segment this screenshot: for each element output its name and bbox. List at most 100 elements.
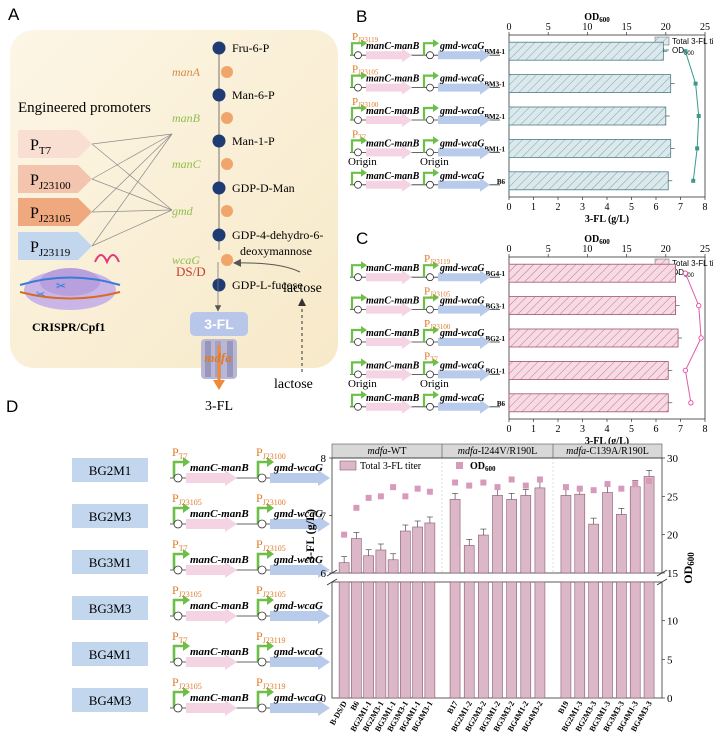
legend-label: Total 3-FL titer	[360, 461, 422, 472]
bar-upper	[424, 522, 436, 574]
gene-arrow-icon	[186, 654, 237, 670]
gene-label: manC-manB	[190, 600, 249, 612]
bar-lower	[449, 581, 461, 699]
promoter-arrow-icon	[350, 171, 362, 185]
bar	[508, 74, 672, 93]
rbs-icon	[354, 305, 362, 314]
gene-arrow-icon	[366, 335, 412, 349]
rbs-icon	[354, 116, 362, 124]
rbs-icon	[257, 611, 267, 621]
enzyme-node	[221, 205, 233, 217]
y2-tick-label: 15	[667, 568, 679, 580]
promoter-connectors	[91, 133, 173, 247]
gene-label: gmd-wcaG	[273, 462, 323, 474]
gene-label: manC-manB	[366, 74, 420, 85]
mdfa-transporter	[201, 339, 237, 390]
gene-label: manC-manB	[366, 106, 420, 117]
promoter-name: PT7	[172, 629, 188, 645]
promoter-arrow-icon	[172, 506, 184, 524]
promoter-arrow-icon	[350, 296, 362, 310]
promoter-name: PJ23100	[352, 96, 379, 109]
promoter-name: PJ23119	[424, 253, 451, 266]
od-point	[562, 484, 569, 491]
bar-lower	[412, 581, 423, 699]
promoter-name: PJ23119	[256, 629, 286, 645]
strain-label: BG3M1	[89, 555, 132, 570]
promoter-arrow-icon	[422, 171, 434, 185]
promoter-arrow-icon	[256, 506, 268, 524]
x2-tick-label: 10	[582, 22, 592, 33]
promoter-arrow-icon	[256, 690, 268, 708]
rbs-icon	[426, 402, 434, 411]
bar-upper	[351, 538, 362, 574]
category-label: BM2-1	[484, 113, 505, 121]
gene-label: gmd-wcaG	[273, 692, 323, 704]
promoter-name: PT7	[172, 537, 188, 553]
strain-label: BG4M3	[89, 693, 132, 708]
rbs-icon	[354, 180, 362, 189]
lactose-outside-label: lactose	[274, 377, 313, 392]
promoter-name: PJ23105	[172, 491, 202, 507]
promoter-name: PJ23100	[424, 318, 451, 331]
rbs-icon	[173, 657, 183, 667]
od-point	[646, 478, 653, 484]
gene-arrow-icon	[366, 367, 412, 382]
y2-tick-label: 10	[667, 616, 679, 628]
y2-tick-label: 20	[667, 530, 679, 542]
od-point	[536, 476, 543, 483]
x2-axis-title: OD600	[584, 234, 610, 246]
bar-upper	[387, 559, 399, 574]
strain-box	[72, 550, 148, 574]
gene-label: manC-manB	[366, 263, 420, 274]
gene-label: manC-manB	[366, 138, 420, 149]
panel-a-letter: A	[8, 5, 20, 24]
x2-tick-label: 5	[546, 22, 551, 33]
metabolite-node	[212, 88, 226, 102]
gene-label: gmd-wcaG	[439, 263, 485, 274]
rbs-icon	[257, 565, 267, 575]
pathway: Fru-6-PMan-6-PMan-1-PGDP-D-ManGDP-4-dehy…	[172, 41, 323, 292]
x-tick-label: 1	[531, 202, 536, 213]
bar-upper	[463, 545, 475, 574]
y2-tick-label: 0	[667, 693, 673, 705]
y2-tick-label: 5	[667, 654, 673, 666]
x-tick-label: 8	[703, 424, 708, 435]
od-point	[695, 146, 700, 151]
promoter-name: PJ23119	[352, 31, 379, 44]
bar-lower	[400, 581, 411, 699]
x2-tick-label: 20	[661, 22, 671, 33]
x2-tick-label: 0	[507, 22, 512, 33]
origin-label: Origin	[420, 378, 449, 390]
x-axis-title: 3-FL (g/L)	[585, 436, 629, 447]
bar-lower	[463, 581, 475, 699]
y2-tick-label: 30	[667, 453, 679, 465]
gene-label: gmd-wcaG	[439, 138, 485, 149]
rbs-icon	[354, 51, 362, 60]
bar	[508, 328, 679, 348]
od-point	[696, 114, 701, 118]
od-point	[365, 494, 372, 501]
legend-label: Total 3-FL titer	[672, 259, 713, 268]
strain-box	[72, 504, 148, 528]
metabolite-node	[212, 134, 226, 148]
bar-upper	[574, 493, 586, 574]
promoter-arrow-icon	[350, 42, 362, 56]
bar-upper	[449, 499, 461, 574]
gene-label: manC-manB	[366, 393, 420, 404]
gene-arrow-icon	[438, 80, 490, 95]
enzyme-label: manC	[172, 157, 202, 171]
od-point	[377, 493, 384, 500]
bar	[508, 171, 669, 191]
bar-upper	[363, 555, 374, 574]
metabolite-label: Man-6-P	[232, 88, 275, 102]
gene-arrow-icon	[438, 302, 490, 317]
y2-tick-label: 25	[667, 491, 679, 503]
bar	[508, 41, 664, 61]
rbs-icon	[173, 611, 183, 621]
bar-lower	[506, 581, 517, 699]
gene-arrow-icon	[366, 177, 412, 192]
y-tick-label: 7	[321, 511, 327, 523]
enzyme-node	[221, 112, 233, 124]
